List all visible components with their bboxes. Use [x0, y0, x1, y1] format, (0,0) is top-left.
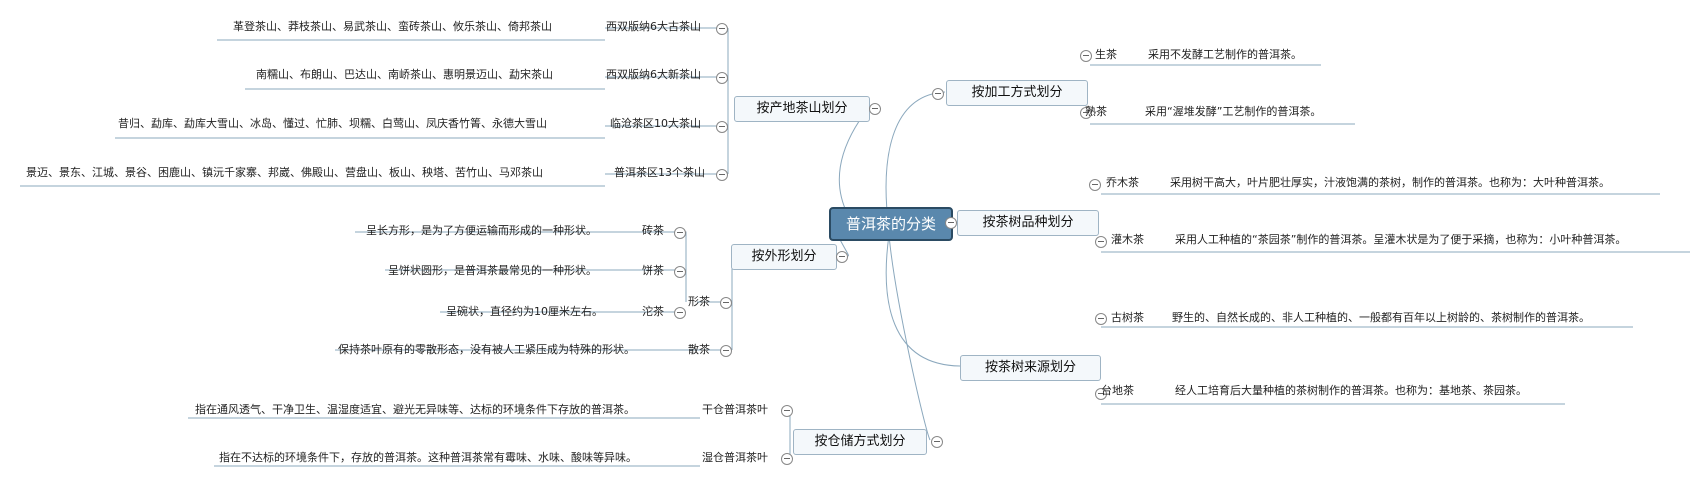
collapse-icon[interactable]: [720, 345, 732, 357]
variety-item-name: 灌木茶: [1111, 233, 1144, 246]
collapse-icon[interactable]: [716, 72, 728, 84]
branch-process[interactable]: 按加工方式划分: [946, 80, 1088, 106]
region-collapse-icon[interactable]: [869, 103, 881, 115]
branch-source[interactable]: 按茶树来源划分: [960, 355, 1101, 381]
region-item-name: 临沧茶区10大茶山: [610, 117, 701, 130]
source-item-desc: 经人工培育后大量种植的茶树制作的普洱茶。也称为：基地茶、茶园茶。: [1175, 384, 1527, 397]
source-item-name: 台地茶: [1101, 384, 1134, 397]
collapse-icon[interactable]: [1089, 179, 1101, 191]
root-topic[interactable]: 普洱茶的分类: [829, 207, 953, 241]
collapse-icon[interactable]: [1095, 388, 1107, 400]
storage-item-desc: 指在通风透气、干净卫生、温湿度适宜、避光无异味等、达标的环境条件下存放的普洱茶。: [195, 403, 635, 416]
region-item-name: 西双版纳6大新茶山: [606, 68, 701, 81]
process-collapse-icon[interactable]: [932, 88, 944, 100]
shape-item-desc: 呈碗状，直径约为10厘米左右。: [446, 305, 603, 318]
shape-collapse-icon[interactable]: [836, 251, 848, 263]
variety-item-desc: 采用人工种植的“茶园茶”制作的普洱茶。呈灌木状是为了便于采摘，也称为：小叶种普洱…: [1175, 233, 1627, 246]
collapse-icon[interactable]: [720, 297, 732, 309]
collapse-icon[interactable]: [781, 453, 793, 465]
root-collapse-icon[interactable]: [945, 217, 957, 229]
variety-item-desc: 采用树干高大，叶片肥壮厚实，汁液饱满的茶树，制作的普洱茶。也称为：大叶种普洱茶。: [1170, 176, 1610, 189]
branch-shape[interactable]: 按外形划分: [731, 244, 837, 270]
process-item-name: 熟茶: [1085, 105, 1107, 118]
storage-item-name: 湿仓普洱茶叶: [702, 451, 768, 464]
source-item-desc: 野生的、自然长成的、非人工种植的、一般都有百年以上树龄的、茶树制作的普洱茶。: [1172, 311, 1590, 324]
collapse-icon[interactable]: [1095, 236, 1107, 248]
collapse-icon[interactable]: [716, 23, 728, 35]
storage-collapse-icon[interactable]: [931, 436, 943, 448]
collapse-icon[interactable]: [781, 405, 793, 417]
region-item-desc: 景迈、景东、江城、景谷、困鹿山、镇沅千家寨、邦崴、佛殿山、营盘山、板山、秧塔、苦…: [26, 166, 543, 179]
region-item-desc: 南糯山、布朗山、巴达山、南峤茶山、惠明景迈山、勐宋茶山: [256, 68, 553, 81]
collapse-icon[interactable]: [1095, 313, 1107, 325]
shape-group-label: 形茶: [688, 295, 710, 308]
shape-item-desc: 呈饼状圆形，是普洱茶最常见的一种形状。: [388, 264, 597, 277]
collapse-icon[interactable]: [716, 121, 728, 133]
storage-item-desc: 指在不达标的环境条件下，存放的普洱茶。这种普洱茶常有霉味、水味、酸味等异味。: [219, 451, 637, 464]
shape-item-name: 沱茶: [642, 305, 664, 318]
collapse-icon[interactable]: [1080, 107, 1092, 119]
shape-loose-name: 散茶: [688, 343, 710, 356]
collapse-icon[interactable]: [716, 169, 728, 181]
shape-item-desc: 呈长方形，是为了方便运输而形成的一种形状。: [366, 224, 597, 237]
process-item-name: 生茶: [1095, 48, 1117, 61]
variety-item-name: 乔木茶: [1106, 176, 1139, 189]
process-item-desc: 采用不发酵工艺制作的普洱茶。: [1148, 48, 1302, 61]
collapse-icon[interactable]: [674, 266, 686, 278]
region-item-name: 西双版纳6大古茶山: [606, 20, 701, 33]
storage-item-name: 干仓普洱茶叶: [702, 403, 768, 416]
source-item-name: 古树茶: [1111, 311, 1144, 324]
region-item-name: 普洱茶区13个茶山: [614, 166, 705, 179]
region-item-desc: 革登茶山、莽枝茶山、易武茶山、蛮砖茶山、攸乐茶山、倚邦茶山: [233, 20, 552, 33]
shape-loose-desc: 保持茶叶原有的零散形态，没有被人工紧压成为特殊的形状。: [338, 343, 635, 356]
process-item-desc: 采用“渥堆发酵”工艺制作的普洱茶。: [1145, 105, 1322, 118]
collapse-icon[interactable]: [674, 227, 686, 239]
collapse-icon[interactable]: [1080, 50, 1092, 62]
shape-item-name: 砖茶: [642, 224, 664, 237]
branch-variety[interactable]: 按茶树品种划分: [957, 210, 1099, 236]
shape-item-name: 饼茶: [642, 264, 664, 277]
branch-region[interactable]: 按产地茶山划分: [734, 96, 870, 122]
branch-storage[interactable]: 按仓储方式划分: [793, 429, 927, 455]
region-item-desc: 昔归、勐库、勐库大雪山、冰岛、懂过、忙肺、坝糯、白莺山、凤庆香竹箐、永德大雪山: [118, 117, 547, 130]
collapse-icon[interactable]: [674, 307, 686, 319]
